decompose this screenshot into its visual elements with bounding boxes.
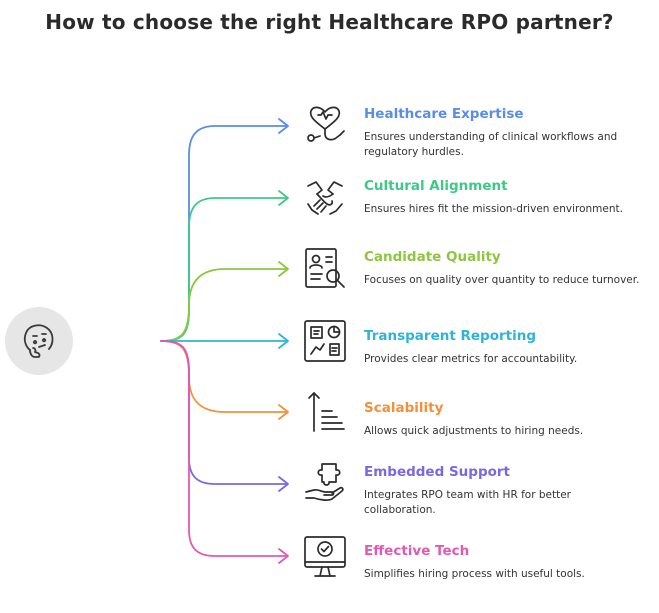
item-description: Ensures understanding of clinical workfl…: [364, 131, 618, 158]
handshake-icon: [302, 176, 348, 222]
item-transparent-reporting: Transparent Reporting Provides clear met…: [364, 327, 644, 367]
item-title: Embedded Support: [364, 464, 511, 480]
puzzle-hand-icon: [302, 460, 348, 506]
item-candidate-quality: Candidate Quality Focuses on quality ove…: [364, 248, 644, 288]
connector-scalability: [160, 340, 288, 413]
item-title: Candidate Quality: [364, 249, 501, 265]
item-title: Transparent Reporting: [364, 328, 536, 344]
connector-healthcare-expertise: [160, 125, 288, 342]
item-description: Focuses on quality over quantity to redu…: [364, 274, 640, 286]
candidate-search-icon: [302, 246, 348, 292]
item-description: Integrates RPO team with HR for better c…: [364, 489, 571, 516]
item-embedded-support: Embedded Support Integrates RPO team wit…: [364, 463, 644, 517]
item-title: Scalability: [364, 400, 444, 416]
item-description: Allows quick adjustments to hiring needs…: [364, 425, 584, 437]
item-scalability: Scalability Allows quick adjustments to …: [364, 399, 644, 439]
scale-up-icon: [302, 389, 348, 435]
item-description: Simplifies hiring process with useful to…: [364, 568, 585, 580]
item-title: Healthcare Expertise: [364, 106, 524, 122]
item-cultural-alignment: Cultural Alignment Ensures hires fit the…: [364, 177, 644, 217]
item-title: Effective Tech: [364, 543, 470, 559]
item-healthcare-expertise: Healthcare Expertise Ensures understandi…: [364, 105, 644, 159]
item-description: Ensures hires fit the mission-driven env…: [364, 203, 623, 215]
connector-candidate-quality: [160, 268, 288, 342]
item-effective-tech: Effective Tech Simplifies hiring process…: [364, 542, 644, 582]
item-title: Cultural Alignment: [364, 178, 508, 194]
thinking-face-icon: [23, 324, 54, 358]
stethoscope-heart-icon: [302, 103, 348, 149]
dashboard-report-icon: [302, 318, 348, 364]
connector-effective-tech: [160, 340, 288, 557]
hub-circle: [5, 307, 73, 375]
item-description: Provides clear metrics for accountabilit…: [364, 353, 578, 365]
monitor-check-icon: [302, 534, 348, 580]
page-title: How to choose the right Healthcare RPO p…: [45, 10, 614, 34]
